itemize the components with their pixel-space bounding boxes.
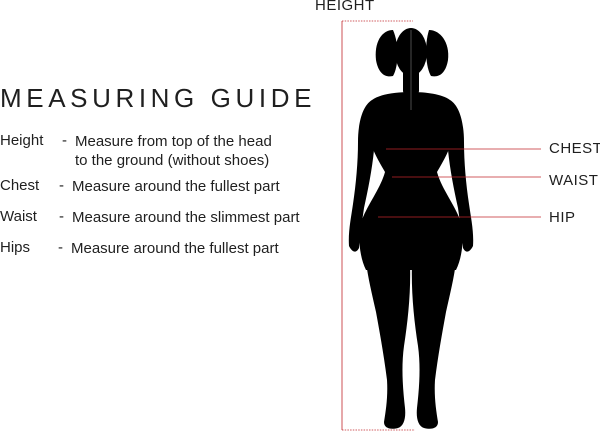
dash-chest: - [59, 177, 64, 194]
guide-row-height: Height - Measure from top of the head to… [0, 132, 330, 172]
dash-waist: - [59, 208, 64, 225]
desc-chest: Measure around the fullest part [72, 178, 280, 195]
guide-row-chest: Chest - Measure around the fullest part [0, 177, 330, 197]
height-label: HEIGHT [315, 0, 375, 14]
term-waist: Waist [0, 208, 37, 225]
term-hips: Hips [0, 239, 31, 256]
guide-row-hips: Hips - Measure around the fullest part [0, 239, 330, 259]
chest-label: CHEST [549, 140, 600, 157]
desc-waist: Measure around the slimmest part [72, 209, 300, 226]
guide-row-waist: Waist - Measure around the slimmest part [0, 208, 330, 228]
dash-hips: - [58, 239, 63, 256]
dash-height: - [62, 132, 67, 149]
hip-label: HIP [549, 209, 576, 226]
term-height: Height [0, 132, 44, 149]
waist-label: WAIST [549, 172, 599, 189]
silhouette-icon [348, 28, 474, 429]
term-chest: Chest [0, 177, 40, 194]
desc-height-line1: Measure from top of the head [75, 133, 272, 150]
desc-height-line2: to the ground (without shoes) [75, 152, 270, 169]
page-title: MEASURING GUIDE [0, 83, 317, 113]
desc-hips: Measure around the fullest part [71, 240, 279, 257]
